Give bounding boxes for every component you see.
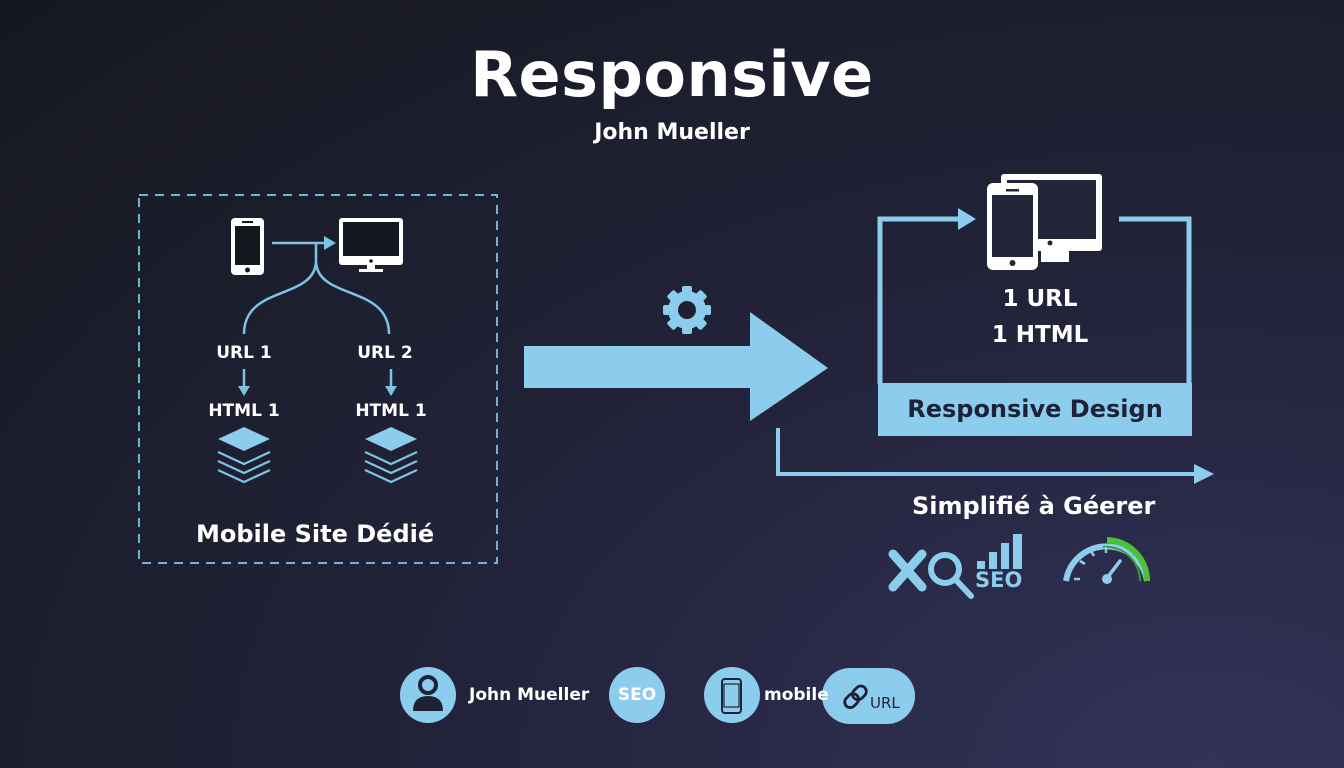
url2-label: URL 2 [357, 343, 413, 363]
management-arrow [776, 428, 1214, 484]
url-chip [822, 668, 915, 724]
mobile-chip [704, 667, 760, 723]
responsive-box-frame [877, 216, 1192, 384]
seo-bars-icon [977, 534, 1022, 569]
speed-gauge-icon [1063, 537, 1150, 584]
one-html-label: 1 HTML [991, 322, 1089, 348]
html1-label: HTML 1 [208, 401, 280, 421]
url2-down-arrow [385, 369, 397, 396]
one-url-label: 1 URL [1002, 286, 1078, 312]
transition-arrow [524, 312, 828, 421]
layers-icon-1 [217, 427, 271, 484]
mobile-site-caption: Mobile Site Dédié [196, 520, 435, 548]
phone-to-desktop-arrow [272, 236, 336, 250]
benefit-label: Simplifié à Géerer [912, 492, 1156, 520]
seo-chip-label: SEO [617, 685, 657, 705]
layers-icon-2 [364, 427, 418, 484]
frame-arrow-head [958, 208, 976, 230]
x-icon [888, 549, 927, 592]
url1-down-arrow [238, 369, 250, 396]
search-icon [928, 552, 974, 599]
html2-label: HTML 1 [355, 401, 427, 421]
mobile-site-box [138, 194, 498, 564]
responsive-design-label: Responsive Design [878, 383, 1192, 436]
url1-label: URL 1 [216, 343, 272, 363]
person-chip [400, 667, 456, 723]
seo-chip-bg [609, 667, 665, 723]
desktop-icon [339, 218, 403, 272]
url-chip-label: URL [870, 694, 900, 712]
gear-icon [663, 286, 711, 334]
responsive-devices-icon [987, 174, 1102, 270]
page-title: Responsive [470, 38, 874, 111]
branch-connector [242, 243, 391, 335]
seo-icon-label: SEO [975, 568, 1023, 592]
page-subtitle: John Mueller [594, 120, 750, 145]
phone-icon [231, 218, 264, 275]
person-label: John Mueller [469, 685, 590, 705]
mobile-label: mobile [764, 685, 829, 705]
